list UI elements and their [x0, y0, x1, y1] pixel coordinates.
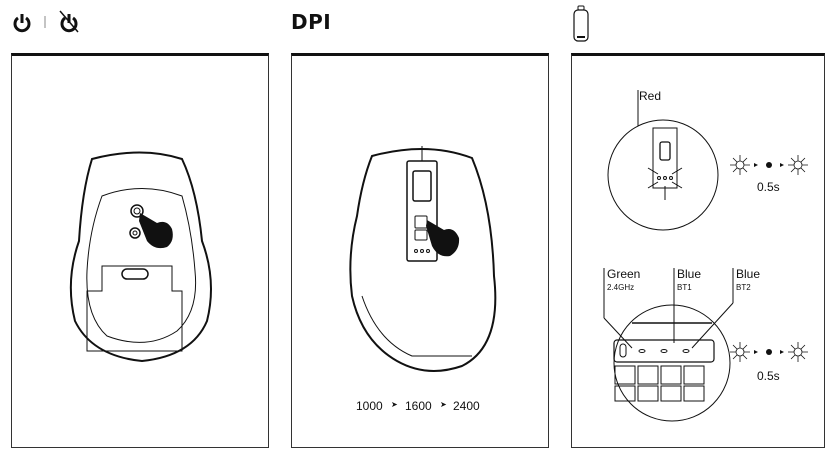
blink-timing-bottom: 0.5s: [757, 369, 780, 383]
red-led-label: Red: [639, 89, 662, 103]
battery-low-icon: [573, 5, 589, 42]
red-led-magnifier: [607, 90, 719, 231]
dpi-step-1000: 1000: [356, 399, 383, 413]
separator-icon: [44, 16, 46, 28]
blink-sequence-icon-top: [730, 155, 808, 175]
bt2-led-mode: BT2: [736, 283, 751, 292]
battery-panel: Red 0.5s Green 2.4GHz Blue BT1 Blue BT2: [571, 53, 825, 448]
dpi-arrow-2: ➤: [440, 400, 447, 409]
green-led-label: Green: [607, 267, 641, 281]
blink-sequence-icon-bottom: [730, 342, 808, 362]
bt2-led-label: Blue: [736, 267, 761, 281]
mouse-top-illustration: [349, 146, 497, 372]
dpi-title: DPI: [291, 10, 332, 34]
mouse-bottom-illustration: [69, 151, 212, 363]
power-on-icon: [13, 14, 31, 33]
bt1-led-mode: BT1: [677, 283, 692, 292]
dpi-step-1600: 1600: [405, 399, 432, 413]
dpi-arrow-1: ➤: [391, 400, 398, 409]
bt1-led-label: Blue: [677, 267, 702, 281]
power-off-icon: [59, 10, 79, 33]
green-led-mode: 2.4GHz: [607, 283, 635, 292]
dpi-step-2400: 2400: [453, 399, 480, 413]
dpi-panel: 1000 ➤ 1600 ➤ 2400: [291, 53, 549, 448]
blink-timing-top: 0.5s: [757, 180, 780, 194]
power-panel: [11, 53, 269, 448]
connection-led-magnifier: [603, 268, 734, 422]
